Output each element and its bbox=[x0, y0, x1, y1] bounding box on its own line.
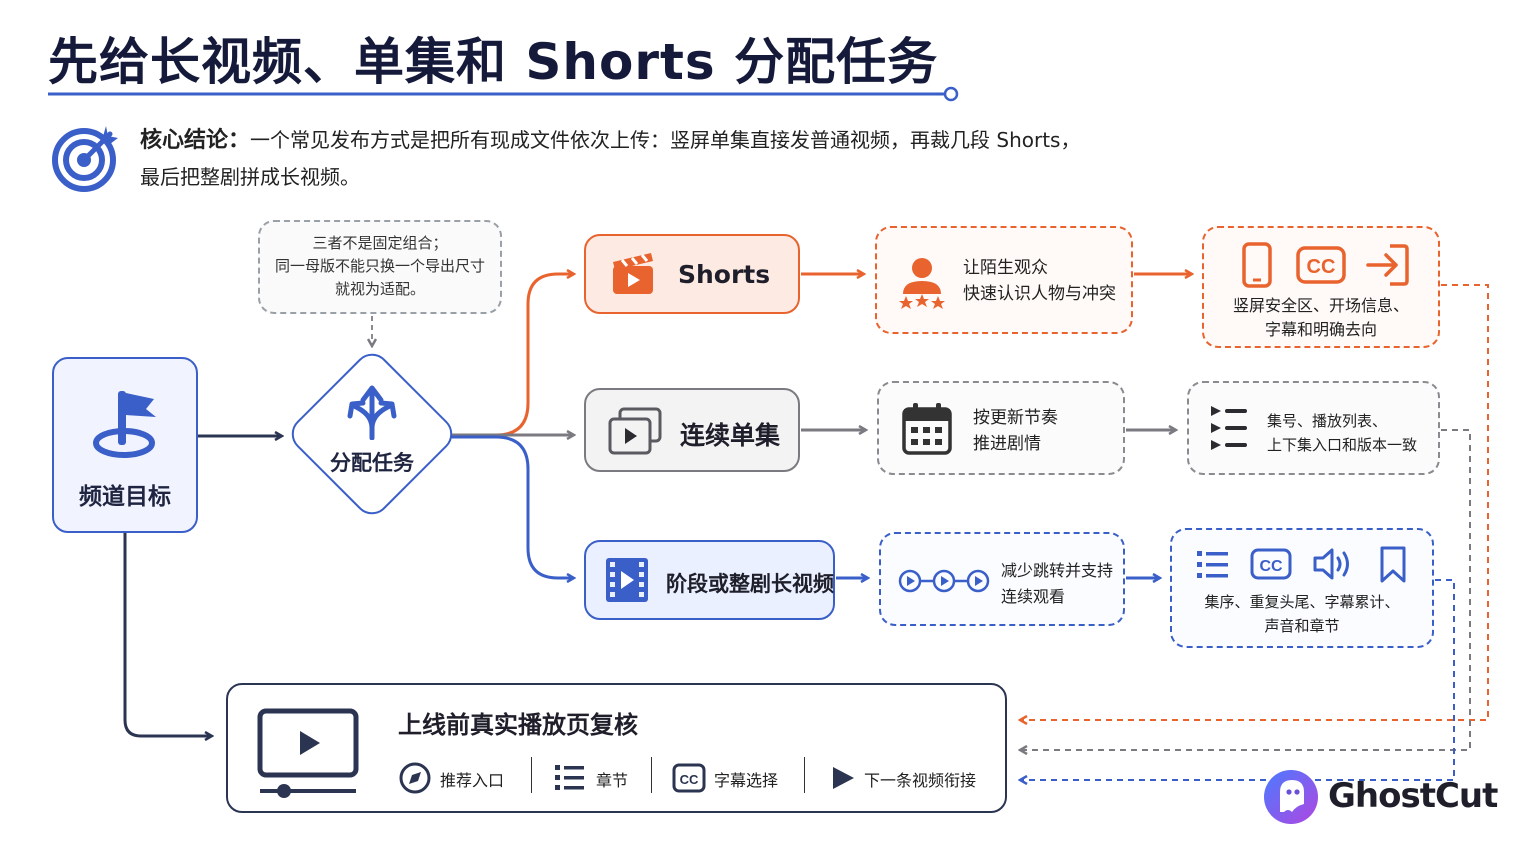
list-icon bbox=[555, 765, 584, 790]
long-checks-line2: 声音和章节 bbox=[1264, 617, 1340, 635]
long-purpose-node: 减少跳转并支持 连续观看 bbox=[879, 532, 1125, 626]
split-arrows-icon bbox=[347, 385, 397, 440]
final-review-node: 上线前真实播放页复核 推荐入口 章节 CC 字幕选择 下一条视频衔接 bbox=[226, 683, 1007, 813]
shorts-checks-line1: 竖屏安全区、开场信息、 bbox=[1232, 296, 1409, 315]
cc-icon: CC bbox=[1250, 548, 1292, 580]
assign-task-label: 分配任务 bbox=[330, 451, 414, 475]
summary: 核心结论：一个常见发布方式是把所有现成文件依次上传：竖屏单集直接发普通视频，再裁… bbox=[140, 122, 1220, 195]
channel-goal-node: 频道目标 bbox=[52, 357, 198, 533]
play-sequence-icon bbox=[898, 569, 990, 593]
review-item-subtitles-label: 字幕选择 bbox=[714, 771, 779, 790]
series-checks-line2: 上下集入口和版本一致 bbox=[1267, 436, 1418, 454]
series-purpose-line1: 按更新节奏 bbox=[973, 408, 1058, 428]
long-checks-node: CC 集序、重复头尾、字幕累计、 声音和章节 bbox=[1170, 528, 1434, 648]
svg-text:CC: CC bbox=[1307, 256, 1336, 278]
long-purpose-text: 减少跳转并支持 连续观看 bbox=[1001, 558, 1113, 610]
video-player-icon bbox=[257, 708, 359, 798]
shorts-checks-text: 竖屏安全区、开场信息、 字幕和明确去向 bbox=[1204, 294, 1438, 342]
cc-icon: CC bbox=[672, 763, 706, 793]
long-checks-line1: 集序、重复头尾、字幕累计、 bbox=[1204, 593, 1400, 611]
playlist-icon bbox=[1211, 406, 1247, 450]
numbered-list-icon bbox=[1197, 551, 1228, 578]
play-icon bbox=[833, 767, 854, 789]
clapperboard-icon bbox=[613, 253, 653, 294]
review-item-next-video: 下一条视频衔接 bbox=[826, 761, 996, 795]
svg-text:CC: CC bbox=[1259, 558, 1283, 575]
review-item-recommend-label: 推荐入口 bbox=[440, 771, 505, 790]
mobile-icon bbox=[1242, 242, 1272, 288]
compass-icon bbox=[399, 762, 431, 794]
calendar-icon bbox=[902, 403, 952, 455]
series-purpose-text: 按更新节奏 推进剧情 bbox=[973, 405, 1058, 457]
shorts-purpose-line2: 快速认识人物与冲突 bbox=[963, 284, 1116, 304]
shorts-checks-line2: 字幕和明确去向 bbox=[1264, 320, 1377, 339]
long-purpose-line2: 连续观看 bbox=[1001, 587, 1066, 606]
review-divider bbox=[804, 757, 805, 793]
shorts-node: Shorts bbox=[584, 234, 800, 314]
note-line2: 同一母版不能只换一个导出尺寸 bbox=[274, 257, 485, 275]
goal-to-review-arrow bbox=[123, 533, 212, 736]
summary-line2: 最后把整剧拼成长视频。 bbox=[140, 165, 360, 189]
target-icon bbox=[52, 126, 118, 192]
review-item-recommend: 推荐入口 bbox=[398, 761, 508, 795]
long-video-label: 阶段或整剧长视频 bbox=[666, 572, 834, 596]
review-title: 上线前真实播放页复核 bbox=[398, 711, 638, 739]
series-purpose-line2: 推进剧情 bbox=[973, 434, 1041, 454]
series-checks-line1: 集号、播放列表、 bbox=[1267, 412, 1388, 430]
svg-text:CC: CC bbox=[680, 772, 699, 787]
page-title: 先给长视频、单集和 Shorts 分配任务 bbox=[48, 33, 939, 91]
shorts-label: Shorts bbox=[678, 260, 771, 289]
long-checks-text: 集序、重复头尾、字幕累计、 声音和章节 bbox=[1172, 590, 1432, 638]
review-item-chapters-label: 章节 bbox=[596, 771, 629, 790]
series-checks-node: 集号、播放列表、 上下集入口和版本一致 bbox=[1187, 381, 1440, 475]
speaker-icon bbox=[1313, 548, 1349, 580]
exit-arrow-icon bbox=[1366, 244, 1409, 286]
stacked-video-icon bbox=[608, 407, 662, 455]
shorts-purpose-line1: 让陌生观众 bbox=[963, 258, 1048, 278]
shorts-purpose-text: 让陌生观众 快速认识人物与冲突 bbox=[963, 255, 1116, 307]
series-purpose-node: 按更新节奏 推进剧情 bbox=[877, 381, 1125, 475]
note-callout: 三者不是固定组合； 同一母版不能只换一个导出尺寸 就视为适配。 bbox=[258, 220, 502, 314]
series-node: 连续单集 bbox=[584, 388, 800, 472]
series-label: 连续单集 bbox=[680, 421, 781, 450]
cc-icon: CC bbox=[1296, 246, 1346, 284]
channel-goal-label: 频道目标 bbox=[79, 484, 171, 510]
ghost-logo-icon bbox=[1264, 770, 1318, 824]
people-stars-icon bbox=[899, 258, 945, 309]
brand-name: GhostCut bbox=[1328, 776, 1498, 816]
note-line1: 三者不是固定组合； bbox=[312, 234, 448, 252]
note-line3: 就视为适配。 bbox=[334, 280, 425, 298]
review-divider bbox=[651, 757, 652, 793]
review-item-next-video-label: 下一条视频衔接 bbox=[864, 771, 977, 790]
shorts-return-line bbox=[1020, 284, 1489, 720]
title-underline-end bbox=[943, 86, 959, 102]
shorts-checks-node: CC 竖屏安全区、开场信息、 字幕和明确去向 bbox=[1202, 226, 1440, 348]
summary-line1: 一个常见发布方式是把所有现成文件依次上传：竖屏单集直接发普通视频，再裁几段 Sh… bbox=[250, 128, 1081, 152]
review-item-subtitles: CC 字幕选择 bbox=[672, 761, 792, 795]
film-icon bbox=[606, 558, 648, 602]
long-purpose-line1: 减少跳转并支持 bbox=[1001, 561, 1114, 580]
review-divider bbox=[531, 757, 532, 793]
shorts-purpose-node: 让陌生观众 快速认识人物与冲突 bbox=[875, 226, 1133, 334]
series-checks-text: 集号、播放列表、 上下集入口和版本一致 bbox=[1267, 409, 1417, 457]
review-item-chapters: 章节 bbox=[554, 761, 644, 795]
bookmark-icon bbox=[1380, 546, 1406, 583]
ghostcut-logo: GhostCut bbox=[1262, 768, 1502, 828]
assign-to-long-arrow bbox=[446, 435, 574, 578]
flag-icon bbox=[93, 391, 156, 458]
summary-lead: 核心结论： bbox=[140, 128, 251, 153]
long-video-node: 阶段或整剧长视频 bbox=[584, 540, 835, 620]
